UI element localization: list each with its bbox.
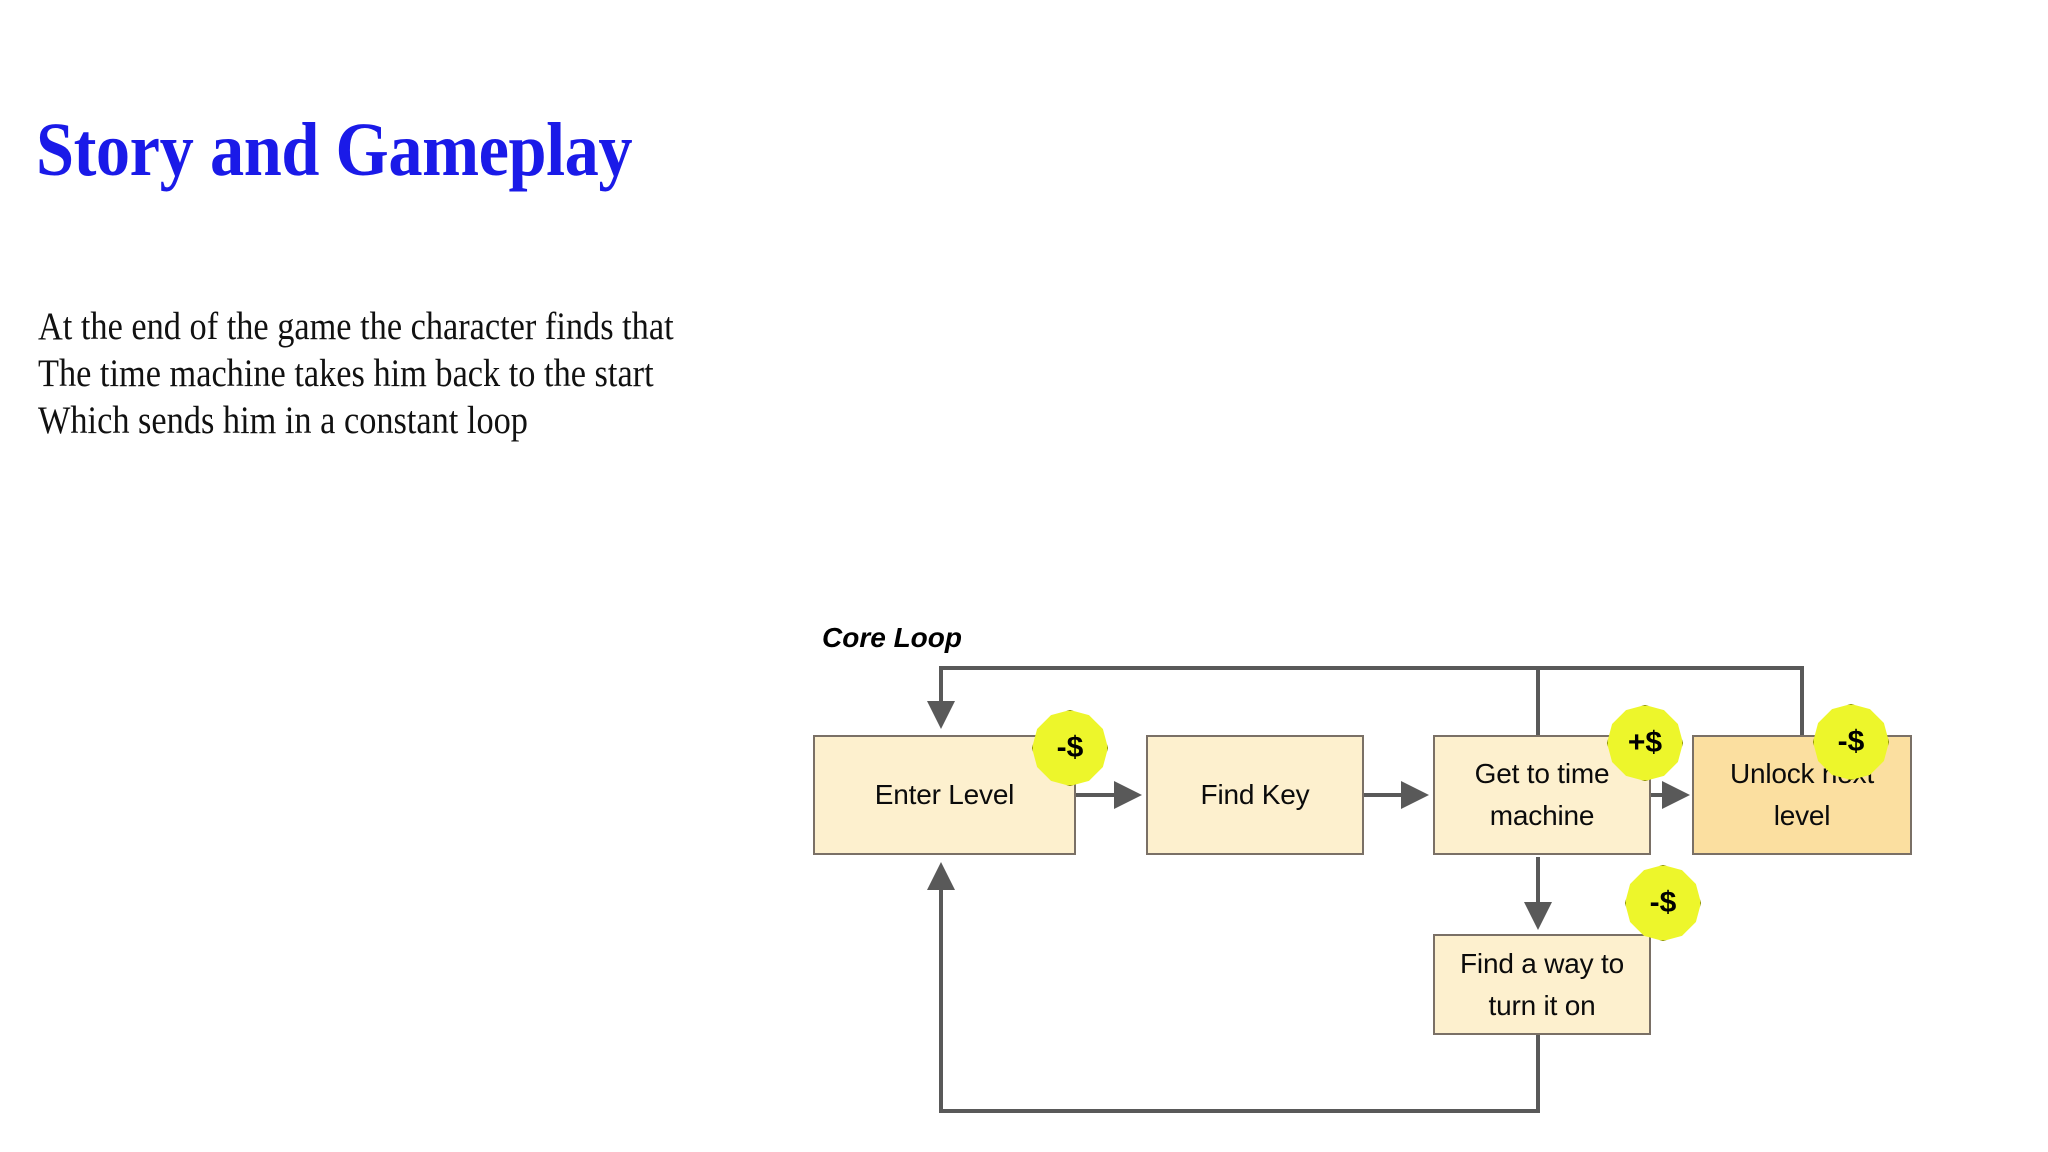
badge-unlock-next-level-value: -$: [1837, 725, 1865, 758]
body-line-2: The time machine takes him back to the s…: [38, 352, 654, 395]
node-enter-level[interactable]: Enter Level: [813, 735, 1076, 855]
body-line-1: At the end of the game the character fin…: [38, 305, 674, 348]
badge-find-a-way-to-turn-it-on-value: -$: [1649, 886, 1677, 919]
node-find-a-way-to-turn-it-on[interactable]: Find a way to turn it on: [1433, 934, 1651, 1035]
edge-unlock-next-level-to-enter-level: [927, 666, 1804, 735]
node-find-key[interactable]: Find Key: [1146, 735, 1364, 855]
slide-body-text: At the end of the game the character fin…: [38, 303, 674, 444]
badge-enter-level-cost: -$: [1032, 710, 1108, 786]
node-find-key-label: Find Key: [1200, 779, 1310, 810]
page-title: Story and Gameplay: [36, 108, 633, 192]
node-get-to-time-machine-label: Get to time machine: [1474, 758, 1610, 831]
edge-find-a-way-to-enter-level: [927, 862, 1540, 1113]
node-find-a-way-to-turn-it-on-label: Find a way to turn it on: [1460, 947, 1624, 1021]
badge-enter-level-value: -$: [1056, 731, 1084, 764]
badge-unlock-next-level-cost: -$: [1813, 704, 1889, 780]
core-loop-diagram: Core Loop Enter Level -$: [780, 600, 2040, 1152]
badge-get-to-time-machine-reward: +$: [1607, 705, 1683, 781]
node-enter-level-label: Enter Level: [874, 779, 1015, 810]
core-loop-title: Core Loop: [822, 622, 962, 653]
diagram-connectors: [927, 666, 1804, 1113]
badge-find-a-way-to-turn-it-on-cost: -$: [1625, 865, 1701, 941]
badge-get-to-time-machine-value: +$: [1627, 726, 1663, 759]
body-line-3: Which sends him in a constant loop: [38, 399, 528, 442]
